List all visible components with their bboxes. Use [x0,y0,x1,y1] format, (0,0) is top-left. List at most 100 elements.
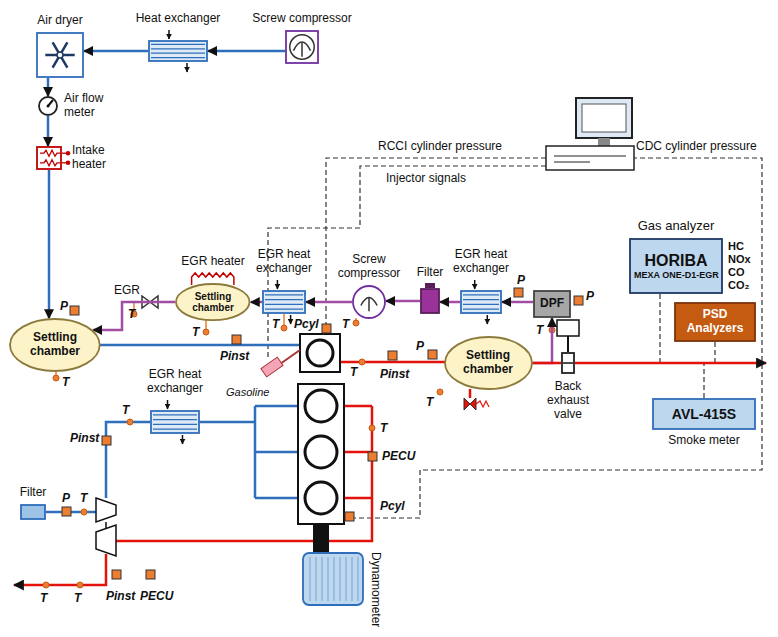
pressure-sensor [62,507,71,516]
temperature-sensor [203,329,209,335]
drawing-stroke [40,150,60,166]
pipe-connector [208,50,285,53]
drawing-stroke [463,304,499,305]
node-caption: EGR heat exchanger [140,368,210,396]
drawing-stroke [57,52,63,58]
text-holder: Settling chamber [188,290,238,313]
pressure-sensor [514,288,523,297]
pipe-connector [251,301,262,304]
temperature-sensor [359,359,365,365]
text-holder: HORIBAMEXA ONE-D1-EGR [634,252,718,281]
temperature-sensor [353,320,359,326]
node-caption: Screw compressor [252,12,351,26]
drawing-stroke [346,557,347,601]
pressure-sensor [368,452,377,461]
signal-label: CDC cylinder pressure [636,140,757,154]
drawing-stroke [151,57,205,58]
temperature-sensor [43,582,49,588]
sensor-label: T [122,404,129,418]
sensor-label: Pinst [220,350,249,364]
signal-label: Injector signals [386,172,466,186]
sensor-label: Pinst [70,432,99,446]
node-caption: Dynamometer [368,552,382,627]
pipe-connector [84,50,148,53]
egr-heat-exchanger-outline [262,290,306,314]
sensor-label: T [128,308,135,322]
drawing-stroke [153,414,197,415]
sensor-label: P [416,340,424,354]
pipe-connector [533,362,562,365]
intake-heater-outline [36,146,62,170]
node-caption: EGR heater [181,255,244,269]
drawing-stroke [263,291,305,313]
back-exhaust-valve-outline [561,352,575,374]
intake-filter-outline [20,504,46,520]
pipe-connector [386,300,420,303]
node-caption: Screw compressor [337,253,401,281]
drawing-stroke [358,557,359,601]
drawing-stroke [474,280,476,289]
drawing-stroke [368,298,370,311]
node-label: Settling chamber [188,290,238,313]
turbocharger [96,498,116,556]
node-label: HORIBA [634,252,718,270]
species-label: HC [728,240,744,253]
drawing-stroke [463,309,499,310]
node-caption: Back exhaust valve [532,380,604,421]
egr-heat-exchanger-outline [460,290,502,314]
temperature-sensor [437,389,443,395]
sensor-label: Pinst [380,368,409,382]
node-caption: Filter [20,486,47,500]
drawing-stroke [53,42,68,67]
drawing-stroke [186,63,188,72]
sensor-label: T [62,376,69,390]
text-holder: PSD Analyzers [679,308,751,336]
drawing-stroke [562,353,574,373]
drawing-stroke [47,105,50,108]
drawing-stroke [310,557,311,601]
drawing-stroke [334,557,335,601]
screw-compressor: Screw compressor [285,30,319,64]
screw-compressor: Screw compressor [352,285,386,319]
pressure-sensor [112,570,121,579]
pressure-sensor [232,335,241,344]
drawing-stroke [328,557,329,601]
drawing-stroke [265,309,303,310]
drawing-stroke [630,239,722,293]
drawing-stroke [425,283,435,288]
pipe-connector [306,301,352,304]
drawing-stroke [10,319,100,371]
drawing-stroke [463,299,499,300]
engine [298,334,344,552]
sensor-label: PECU [140,590,173,604]
node-caption: Filter [417,266,444,280]
sensor-label: T [40,592,47,606]
sensor-label: T [80,492,87,506]
node-label: MEXA ONE-D1-EGR [634,270,718,280]
drawing-stroke [176,284,250,320]
drawing-stroke [265,294,303,295]
drawing-stroke [303,553,363,605]
text-holder: Settling chamber [458,349,518,377]
sensor-label: T [272,318,279,332]
air-dryer: Air dryer [36,32,84,78]
egr-filter-outline [420,288,440,314]
pressure-sensor [146,570,155,579]
node-label: Settling chamber [24,331,86,359]
node-caption: Air flow meter [64,92,118,120]
drawing-stroke [534,291,570,317]
air-flow-meter: Air flow meter [38,96,58,116]
pipe-connector [533,318,553,363]
node-caption: Air dryer [37,14,82,28]
drawing-stroke [265,299,303,300]
pipe-connector [502,301,533,304]
species-label: NOx [728,253,751,266]
drawing-stroke [39,97,57,115]
drawing-stroke [277,280,279,289]
sensor-label: P [62,492,70,506]
drawing-stroke [290,315,292,324]
egr-filter: Filter [420,288,440,314]
egr-settling-chamber: EGR heaterSettling chamber [175,283,251,321]
node-caption: EGR heat exchanger [446,248,516,276]
